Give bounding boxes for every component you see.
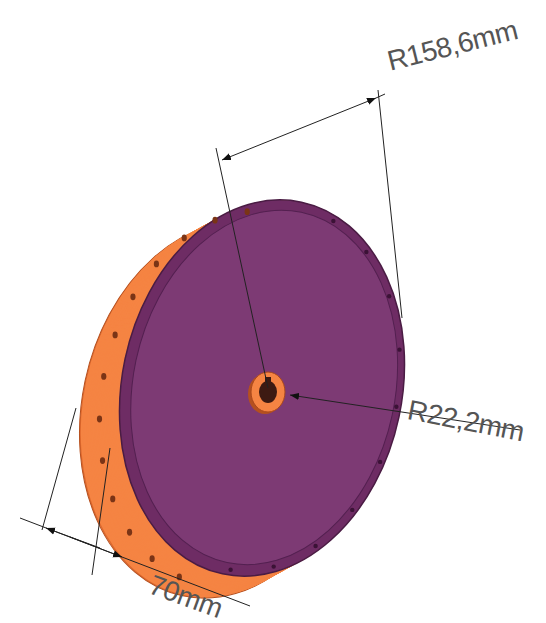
rim-side xyxy=(80,176,433,606)
dimension-label: R22,2mm xyxy=(405,394,527,448)
bolt-hole xyxy=(364,250,368,254)
bolt-hole xyxy=(101,373,106,380)
bolt-hole xyxy=(100,457,105,464)
dimension-label: R158,6mm xyxy=(384,14,521,77)
bolt-hole xyxy=(154,261,159,268)
rim-side xyxy=(79,177,432,607)
bolt-hole xyxy=(394,404,398,408)
rim-side xyxy=(84,174,437,604)
bolt-hole xyxy=(130,293,135,300)
rim-side xyxy=(86,173,439,603)
bolt-hole xyxy=(113,332,118,339)
bolt-hole xyxy=(245,208,250,215)
bolt-hole xyxy=(97,416,102,423)
bolt-hole xyxy=(212,217,217,224)
face-lip xyxy=(86,173,439,603)
dimension-lines xyxy=(20,90,520,606)
bolt-hole xyxy=(313,544,317,548)
rim-side xyxy=(82,175,435,605)
bolt-hole xyxy=(350,508,354,512)
shaft-bore xyxy=(259,381,277,403)
bolt-hole xyxy=(397,347,401,351)
disc-body xyxy=(46,173,439,623)
disc-face xyxy=(99,185,430,590)
bolt-hole xyxy=(271,564,275,568)
bolt-hole xyxy=(228,567,232,571)
bolt-hole xyxy=(110,496,115,503)
bolt-hole xyxy=(387,294,391,298)
bolt-hole xyxy=(150,555,155,562)
hub xyxy=(251,372,285,412)
bolt-hole xyxy=(378,460,382,464)
rim-side xyxy=(83,175,436,605)
bolt-hole xyxy=(182,235,187,242)
bolt-hole xyxy=(331,219,335,223)
bolt-hole xyxy=(127,529,132,536)
